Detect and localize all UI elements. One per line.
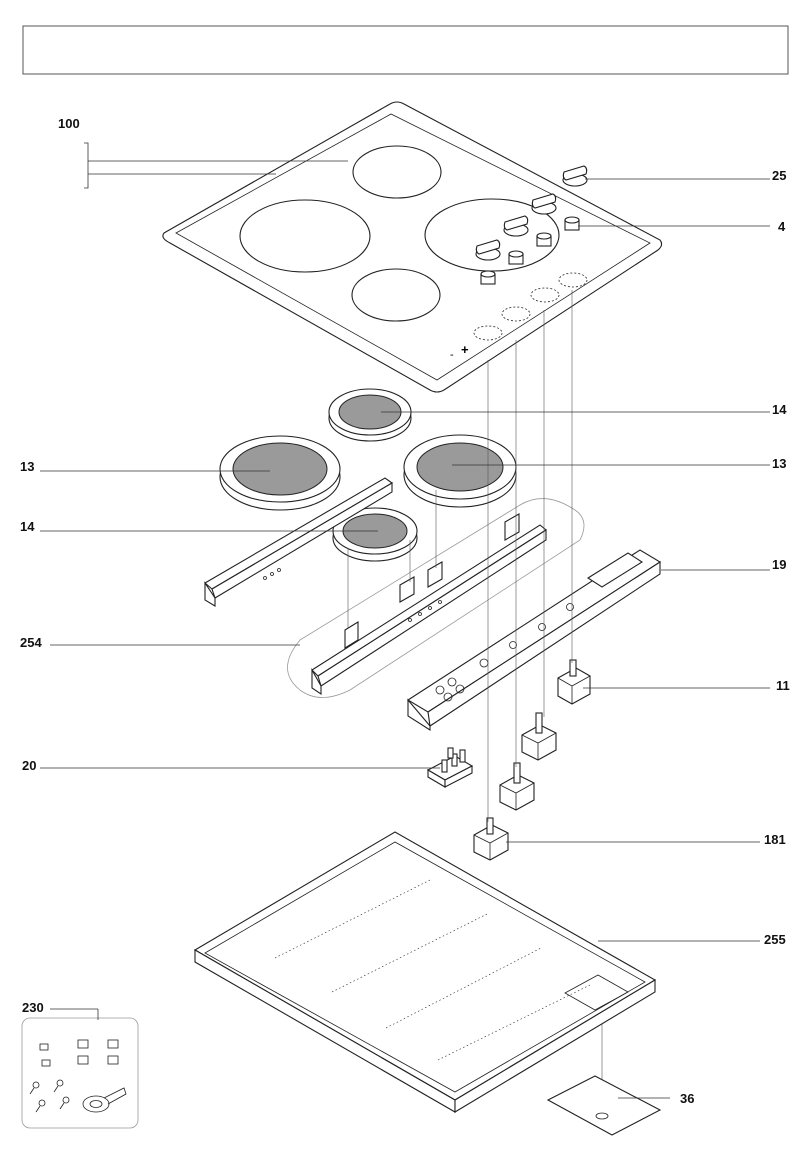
heating-element-small-top <box>329 389 411 441</box>
callout-14-top: 14 <box>772 402 787 417</box>
heating-element-large-right <box>404 435 516 507</box>
bottom-tray <box>195 832 655 1112</box>
terminal-block <box>428 748 472 787</box>
energy-regulator-181 <box>474 818 508 860</box>
callout-255: 255 <box>764 932 786 947</box>
control-bracket <box>408 550 660 730</box>
callout-13-left: 13 <box>20 459 34 474</box>
callout-230: 230 <box>22 1000 44 1015</box>
callout-14-bottom: 14 <box>20 519 35 534</box>
cover-plate <box>548 1076 660 1135</box>
ceramic-glass-top: - + <box>163 102 662 392</box>
callout-19: 19 <box>772 557 786 572</box>
callout-100: 100 <box>58 116 80 131</box>
glass-plus-mark: + <box>461 342 469 357</box>
callout-4: 4 <box>778 219 786 234</box>
callout-20: 20 <box>22 758 36 773</box>
callout-11: 11 <box>776 678 790 693</box>
glass-minus-mark: - <box>450 349 454 361</box>
energy-regulator-1 <box>558 660 590 704</box>
energy-regulator-3 <box>500 763 534 810</box>
callout-254: 254 <box>20 635 42 650</box>
callout-36: 36 <box>680 1091 694 1106</box>
header-box <box>23 26 788 74</box>
energy-regulator-2 <box>522 713 556 760</box>
callout-181: 181 <box>764 832 786 847</box>
callout-25: 25 <box>772 168 786 183</box>
accessory-kit <box>22 1018 138 1128</box>
callout-13-right: 13 <box>772 456 786 471</box>
heating-element-large-left <box>220 436 340 510</box>
